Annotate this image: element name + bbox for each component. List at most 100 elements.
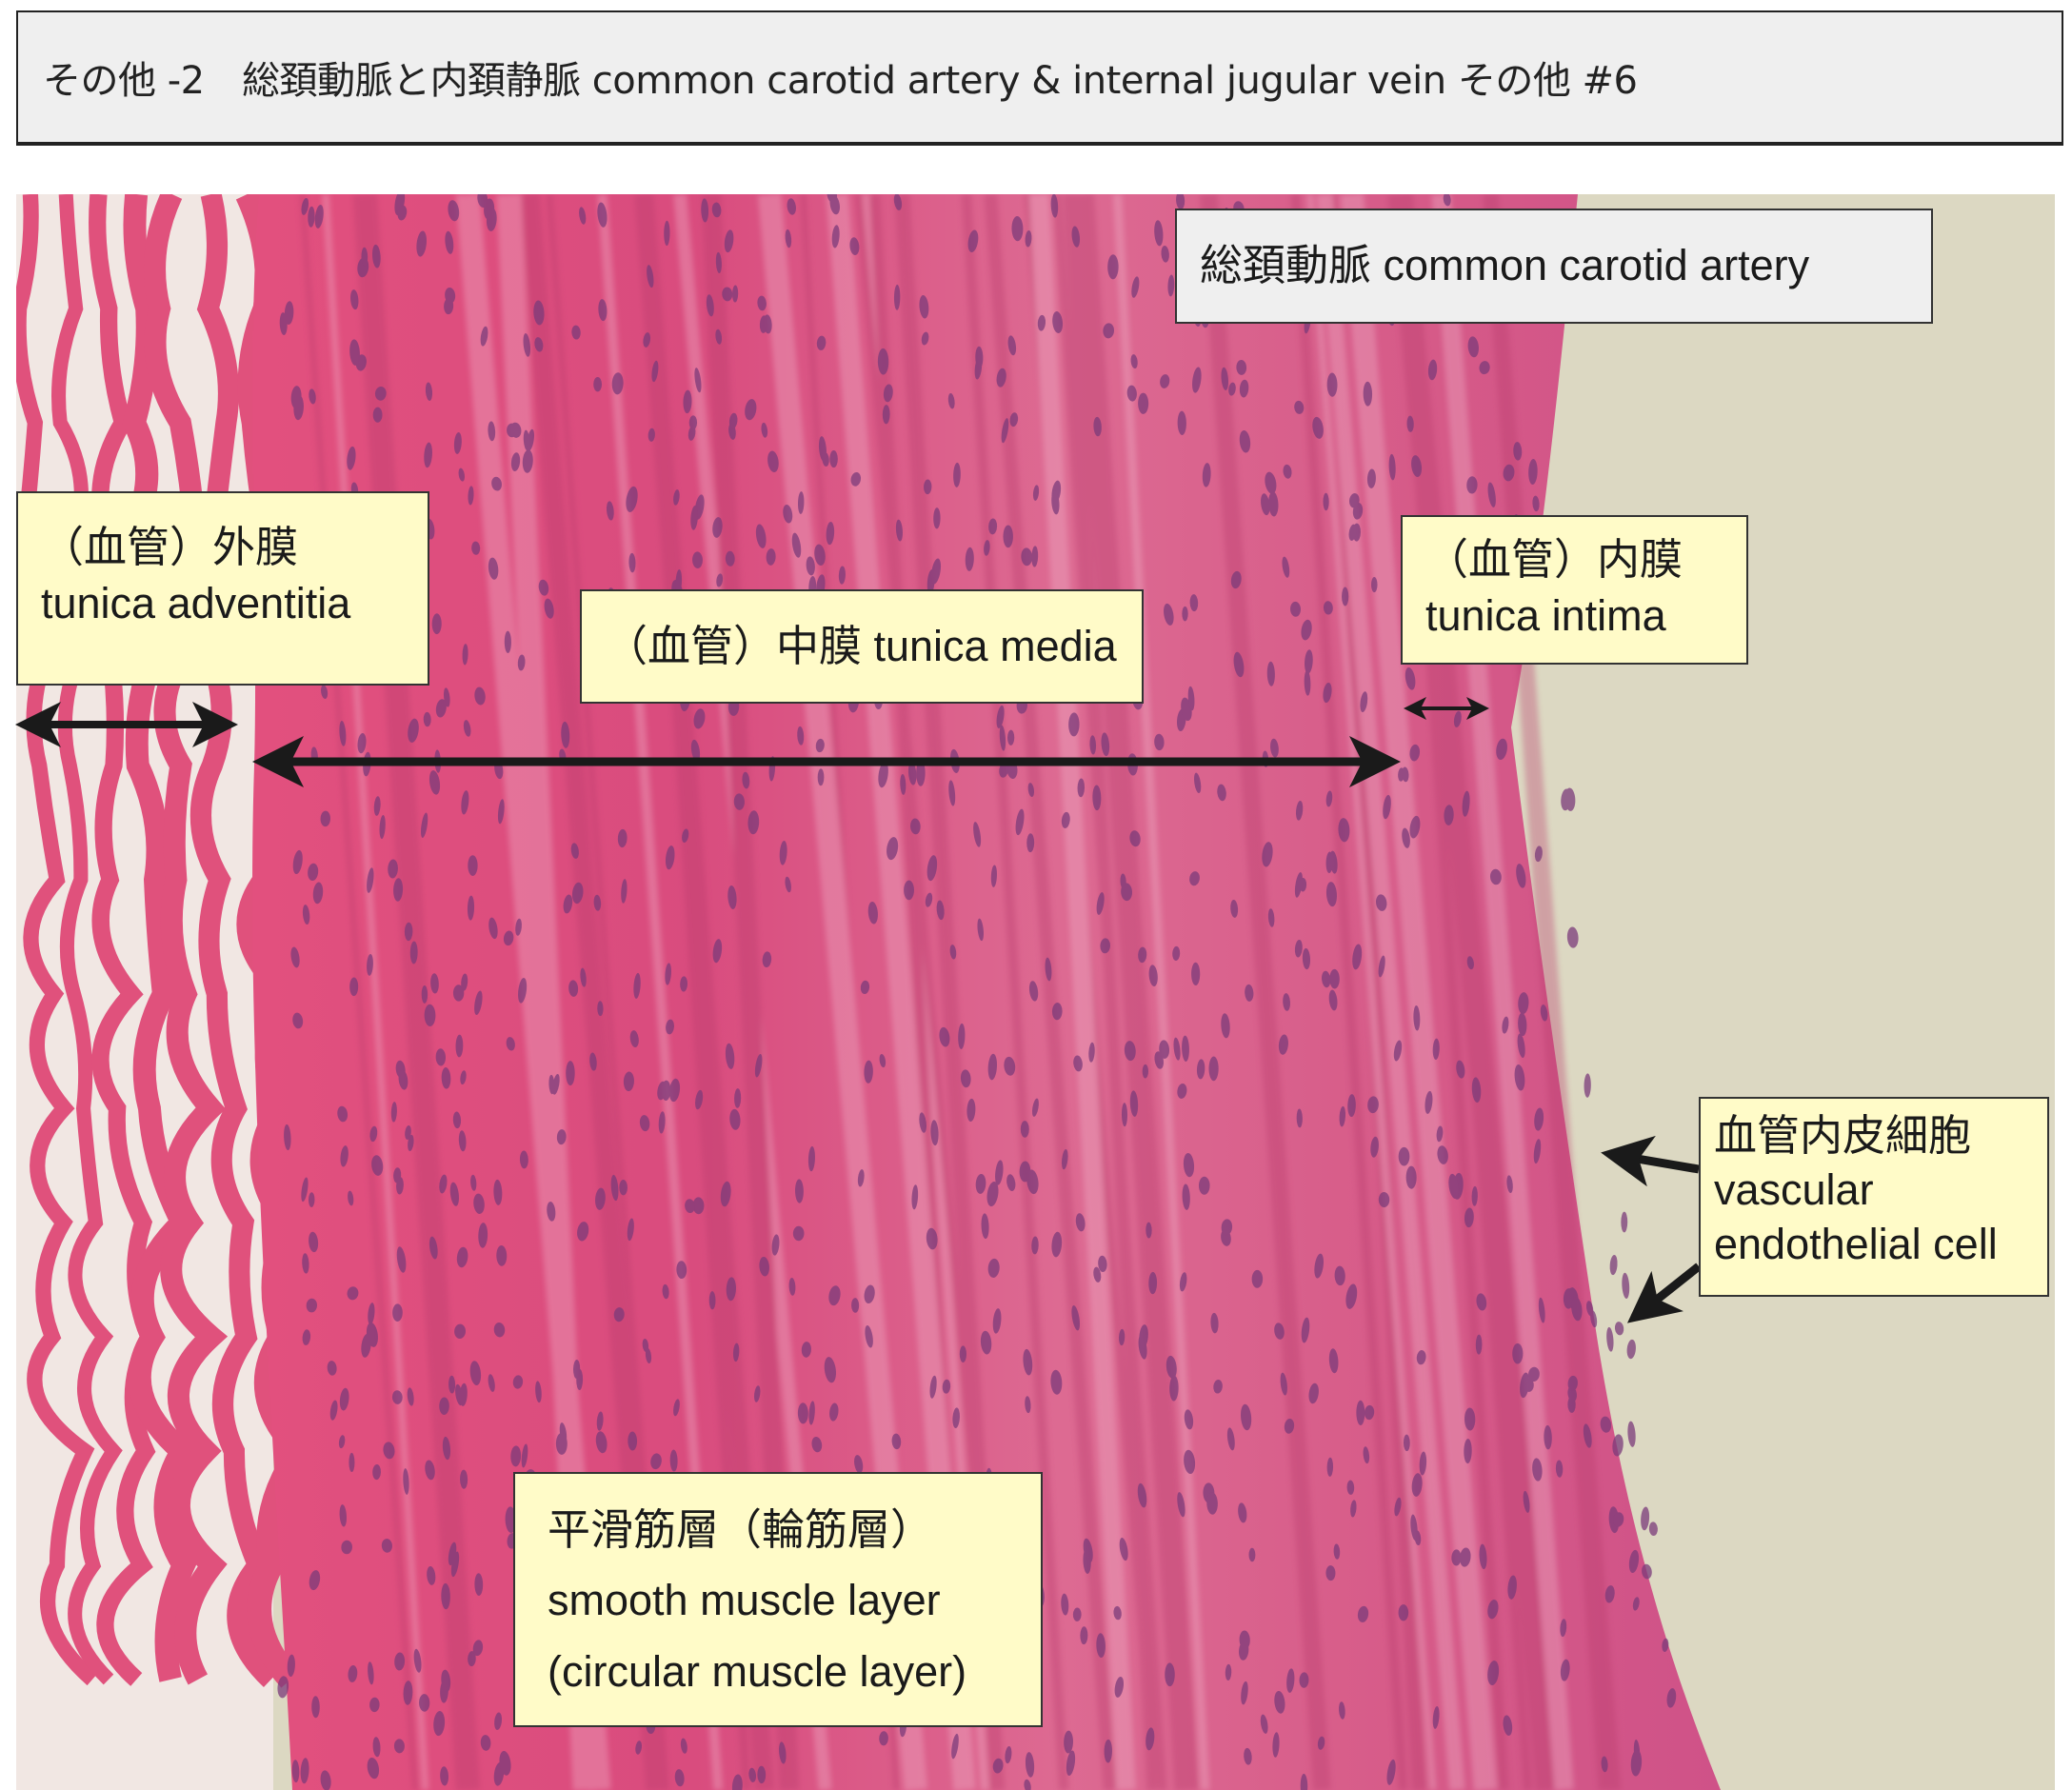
cell-nucleus [795, 1179, 804, 1203]
cell-nucleus [455, 1034, 464, 1058]
cell-nucleus [1345, 1283, 1358, 1309]
cell-nucleus [1416, 1350, 1426, 1365]
cell-nucleus [986, 1182, 999, 1207]
cell-nucleus [419, 1694, 430, 1712]
cell-nucleus [1272, 1732, 1280, 1758]
cell-nucleus [734, 1088, 742, 1108]
cell-nucleus [521, 1443, 528, 1468]
cell-nucleus [1282, 556, 1290, 578]
cell-nucleus [580, 967, 587, 987]
cell-nucleus [1164, 603, 1174, 626]
cell-nucleus [1239, 1641, 1249, 1661]
cell-nucleus [1538, 1297, 1545, 1323]
cell-nucleus [1182, 606, 1188, 622]
cell-nucleus [606, 501, 614, 521]
cell-nucleus [309, 1570, 321, 1591]
cell-nucleus [1444, 805, 1454, 825]
cell-nucleus [1613, 1512, 1624, 1527]
cell-nucleus [320, 810, 330, 827]
cell-nucleus [1184, 1449, 1196, 1475]
cell-nucleus [571, 325, 581, 340]
cell-nucleus [468, 1651, 476, 1667]
cell-nucleus [1154, 220, 1164, 247]
cell-nucleus [1299, 1672, 1309, 1688]
cell-nucleus [1177, 410, 1186, 435]
cell-nucleus [1393, 1040, 1403, 1062]
cell-nucleus [1051, 1231, 1063, 1258]
cell-nucleus [879, 1053, 887, 1068]
cell-nucleus [367, 1757, 380, 1780]
label-vascular-endothelial-cell: 血管内皮細胞 vascular endothelial cell [1699, 1097, 2049, 1297]
cell-nucleus [1295, 801, 1304, 821]
cell-nucleus [1394, 1497, 1402, 1517]
cell-nucleus [456, 1246, 468, 1268]
cell-nucleus [904, 880, 914, 901]
cell-nucleus [381, 1539, 392, 1553]
cell-nucleus [1003, 525, 1013, 548]
cell-nucleus [1356, 1400, 1365, 1425]
cell-nucleus [966, 1098, 976, 1122]
cell-nucleus [452, 1111, 462, 1129]
cell-nucleus [693, 708, 706, 729]
cell-nucleus [995, 1160, 1004, 1185]
cell-nucleus [757, 295, 767, 311]
cell-nucleus [308, 206, 315, 228]
cell-nucleus [1071, 226, 1081, 248]
cell-nucleus [682, 828, 689, 844]
cell-nucleus [642, 1338, 649, 1352]
cell-nucleus [1267, 908, 1275, 927]
cell-nucleus [425, 382, 433, 401]
cell-nucleus [1130, 354, 1138, 369]
cell-nucleus [340, 1145, 349, 1167]
cell-nucleus [919, 295, 929, 319]
cell-nucleus [1025, 1752, 1035, 1778]
cell-nucleus [1114, 1676, 1125, 1698]
cell-nucleus [1176, 194, 1185, 209]
cell-nucleus [349, 1452, 355, 1473]
cell-nucleus [506, 1037, 515, 1051]
cell-nucleus [1560, 1659, 1570, 1681]
cell-nucleus [292, 849, 303, 875]
cell-nucleus [984, 540, 990, 556]
cell-nucleus [864, 1284, 875, 1304]
cell-nucleus [1093, 416, 1102, 437]
cell-nucleus [1088, 1042, 1095, 1063]
cell-nucleus [1118, 1328, 1126, 1346]
cell-nucleus [1182, 1035, 1189, 1062]
cell-nucleus [544, 598, 554, 619]
cell-nucleus [428, 1236, 438, 1260]
cell-nucleus [849, 237, 860, 255]
cell-nucleus [1329, 850, 1338, 874]
cell-nucleus [1512, 1342, 1524, 1364]
cell-nucleus [512, 1375, 524, 1389]
cell-nucleus [1398, 1146, 1410, 1166]
cell-nucleus [1471, 1077, 1482, 1104]
cell-nucleus [595, 1431, 608, 1454]
cell-nucleus [471, 541, 481, 555]
cell-nucleus [396, 1177, 404, 1195]
cell-nucleus [916, 760, 926, 786]
cell-nucleus [1031, 1236, 1039, 1255]
cell-nucleus [1021, 547, 1033, 567]
label-tunica-adventitia: （血管）外膜 tunica adventitia [16, 491, 429, 686]
cell-nucleus [1388, 453, 1396, 481]
cell-nucleus [468, 855, 478, 876]
cell-nucleus [538, 579, 549, 596]
cell-nucleus [1464, 1439, 1472, 1464]
cell-nucleus [949, 945, 957, 960]
cell-nucleus [726, 1277, 736, 1302]
cell-nucleus [808, 1401, 815, 1425]
cell-nucleus [1066, 1750, 1076, 1777]
cell-nucleus [477, 194, 488, 209]
cell-nucleus [383, 1442, 395, 1460]
cell-nucleus [1532, 1458, 1543, 1482]
cell-nucleus [1413, 1004, 1421, 1031]
cell-nucleus [491, 476, 502, 491]
cell-nucleus [1007, 335, 1017, 356]
cell-nucleus [1268, 491, 1279, 517]
cell-nucleus [596, 1411, 604, 1431]
cell-nucleus [1073, 1055, 1083, 1072]
cell-nucleus [1322, 970, 1331, 988]
cell-nucleus [1560, 1619, 1567, 1638]
cell-nucleus [1479, 361, 1490, 375]
